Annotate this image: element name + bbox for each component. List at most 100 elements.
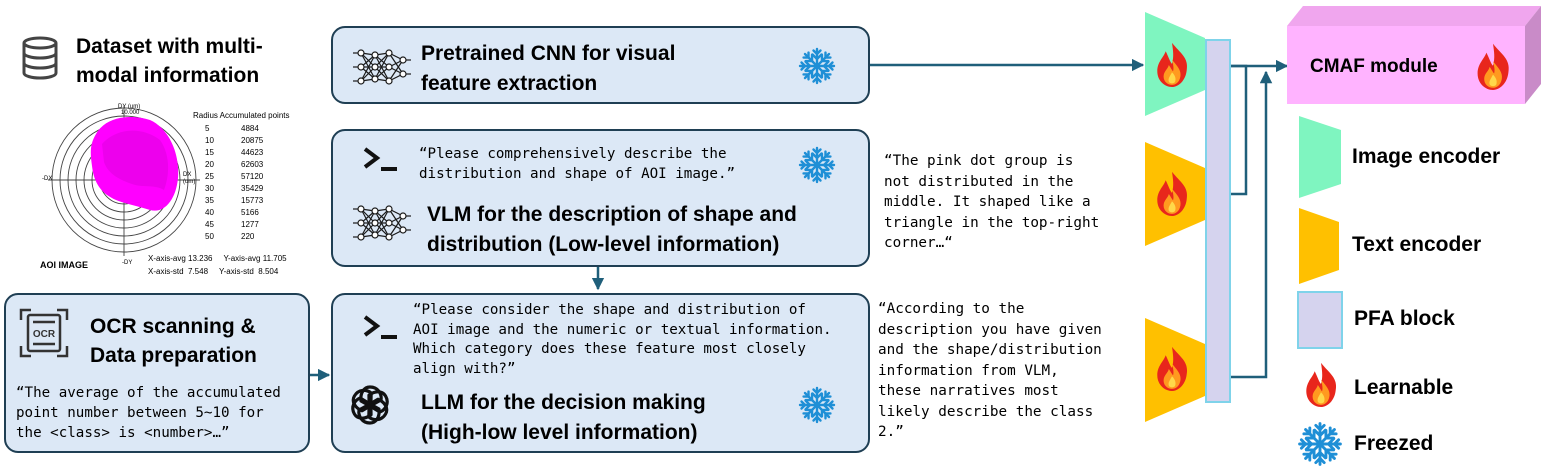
legend-learnable: Learnable <box>1354 376 1454 399</box>
aoi-table-row: 45 1277 <box>197 219 287 231</box>
aoi-table-row: 25 57120 <box>197 171 287 183</box>
dataset-title-line1: Dataset with multi- <box>76 35 263 58</box>
aoi-radius-cell: 50 <box>205 232 214 241</box>
legend-text-encoder-swatch <box>1299 208 1339 284</box>
llm-output-line: 2.” <box>878 424 904 440</box>
aoi-axis-left: -DX <box>42 176 53 182</box>
aoi-points-cell: 5166 <box>241 208 259 217</box>
ocr-text: “The average of the accumulated point nu… <box>16 383 281 443</box>
legend-image-encoder: Image encoder <box>1352 145 1501 168</box>
llm-title-line1: LLM for the decision making <box>421 391 706 414</box>
dataset-title-line2: modal information <box>76 64 260 87</box>
aoi-points-cell: 62603 <box>241 160 264 169</box>
legend-text-encoder: Text encoder <box>1352 233 1482 256</box>
cmaf-module-shape <box>1287 6 1541 104</box>
aoi-points-cell: 15773 <box>241 196 264 205</box>
aoi-stats-line2: X-axis-std 7.548 Y-axis-std 8.504 <box>148 267 279 276</box>
llm-output-line: “According to the <box>878 301 1025 317</box>
llm-box: “Please consider the shape and distribut… <box>331 293 870 453</box>
aoi-radius-cell: 40 <box>205 208 214 217</box>
vlm-title-line2: distribution (Low-level information) <box>427 233 780 256</box>
terminal-icon <box>363 147 397 171</box>
terminal-icon <box>363 315 397 339</box>
vlm-output: “The pink dot group is not distributed i… <box>884 151 1099 254</box>
ocr-text-line: point number between 5~10 for <box>16 405 264 421</box>
cnn-title-line2: feature extraction <box>421 72 598 95</box>
aoi-points-cell: 57120 <box>241 172 264 181</box>
ocr-icon-text: OCR <box>33 329 56 340</box>
aoi-table-header: Radius Accumulated points <box>193 111 290 120</box>
neural-network-icon <box>352 49 412 85</box>
aoi-radius-cell: 5 <box>205 124 210 133</box>
vlm-prompt-line2: distribution and shape of AOI image.” <box>419 166 736 182</box>
vlm-output-line: not distributed in the <box>884 173 1074 190</box>
aoi-radius-cell: 45 <box>205 220 214 229</box>
vlm-output-line: corner…“ <box>884 235 953 251</box>
aoi-axis-right: DX (um) <box>183 172 196 185</box>
database-icon <box>22 36 58 80</box>
aoi-table-row: 50 220 <box>197 231 287 243</box>
aoi-scatter-plot <box>48 106 200 256</box>
openai-logo-icon <box>347 384 393 426</box>
neural-network-icon <box>352 205 412 241</box>
snowflake-icon <box>797 46 837 86</box>
legend-image-encoder-swatch <box>1299 116 1341 198</box>
aoi-points-cell: 20875 <box>241 136 264 145</box>
llm-output-line: description you have given <box>878 321 1102 338</box>
vlm-output-line: “The pink dot group is <box>884 153 1074 169</box>
vlm-prompt-line1: “Please comprehensively describe the <box>419 146 727 162</box>
legend-pfa-block: PFA block <box>1354 307 1455 330</box>
aoi-table-row: 10 20875 <box>197 135 287 147</box>
fire-icon <box>1306 362 1337 407</box>
aoi-points-cell: 35429 <box>241 184 264 193</box>
pfa-block-shape <box>1205 39 1231 403</box>
aoi-points-cell: 4884 <box>241 124 259 133</box>
aoi-table-row: 15 44623 <box>197 147 287 159</box>
aoi-points-cell: 1277 <box>241 220 259 229</box>
aoi-radius-cell: 15 <box>205 148 214 157</box>
connector-pfa-lower <box>1230 78 1268 379</box>
ocr-scan-icon: OCR <box>19 308 69 358</box>
cnn-title-line1: Pretrained CNN for visual <box>421 42 676 65</box>
legend-pfa-swatch <box>1297 291 1343 349</box>
aoi-table-row: 5 4884 <box>197 123 287 135</box>
vlm-title-line1: VLM for the description of shape and <box>427 203 797 226</box>
aoi-table-row: 20 62603 <box>197 159 287 171</box>
llm-output-line: and the shape/distribution <box>878 342 1102 358</box>
llm-output-line: likely describe the class <box>878 403 1094 420</box>
ocr-box: OCR OCR scanning & Data preparation “The… <box>4 293 310 453</box>
vlm-output-line: triangle in the top-right <box>884 214 1100 231</box>
llm-title-line2: (High-low level information) <box>421 421 698 444</box>
vlm-box: “Please comprehensively describe the dis… <box>331 129 870 267</box>
aoi-points-cell: 44623 <box>241 148 264 157</box>
aoi-axis-top-value: 10.000 <box>121 110 140 116</box>
aoi-radius-cell: 35 <box>205 196 214 205</box>
legend-freezed: Freezed <box>1354 432 1434 455</box>
aoi-table-row: 35 15773 <box>197 195 287 207</box>
ocr-text-line: the <class> is <number>…” <box>16 425 230 441</box>
snowflake-icon <box>797 145 837 185</box>
aoi-radius-cell: 30 <box>205 184 214 193</box>
aoi-table-row: 30 35429 <box>197 183 287 195</box>
vlm-output-line: middle. It shaped like a <box>884 194 1091 210</box>
aoi-radius-cell: 10 <box>205 136 214 145</box>
ocr-title-line1: OCR scanning & <box>90 315 256 338</box>
llm-output-line: these narratives most <box>878 383 1059 399</box>
aoi-points-cell: 220 <box>241 232 255 241</box>
aoi-radius-cell: 25 <box>205 172 214 181</box>
aoi-stats-line1: X-axis-avg 13.236 Y-axis-avg 11.705 <box>148 254 287 263</box>
llm-prompt-line: Which category does these feature most c… <box>413 341 806 357</box>
encoders-and-pfa <box>1145 12 1231 422</box>
ocr-title-line2: Data preparation <box>90 344 257 367</box>
llm-prompt-line: “Please consider the shape and distribut… <box>413 302 806 318</box>
cnn-box: Pretrained CNN for visual feature extrac… <box>331 26 870 104</box>
aoi-radius-cell: 20 <box>205 160 214 169</box>
llm-prompt: “Please consider the shape and distribut… <box>413 301 832 379</box>
aoi-table-row: 40 5166 <box>197 207 287 219</box>
ocr-text-line: “The average of the accumulated <box>16 385 281 401</box>
snowflake-icon <box>797 385 837 425</box>
llm-prompt-line: AOI image and the numeric or textual inf… <box>413 321 832 338</box>
llm-prompt-line: align with?” <box>413 360 516 377</box>
snowflake-icon <box>1296 420 1344 468</box>
